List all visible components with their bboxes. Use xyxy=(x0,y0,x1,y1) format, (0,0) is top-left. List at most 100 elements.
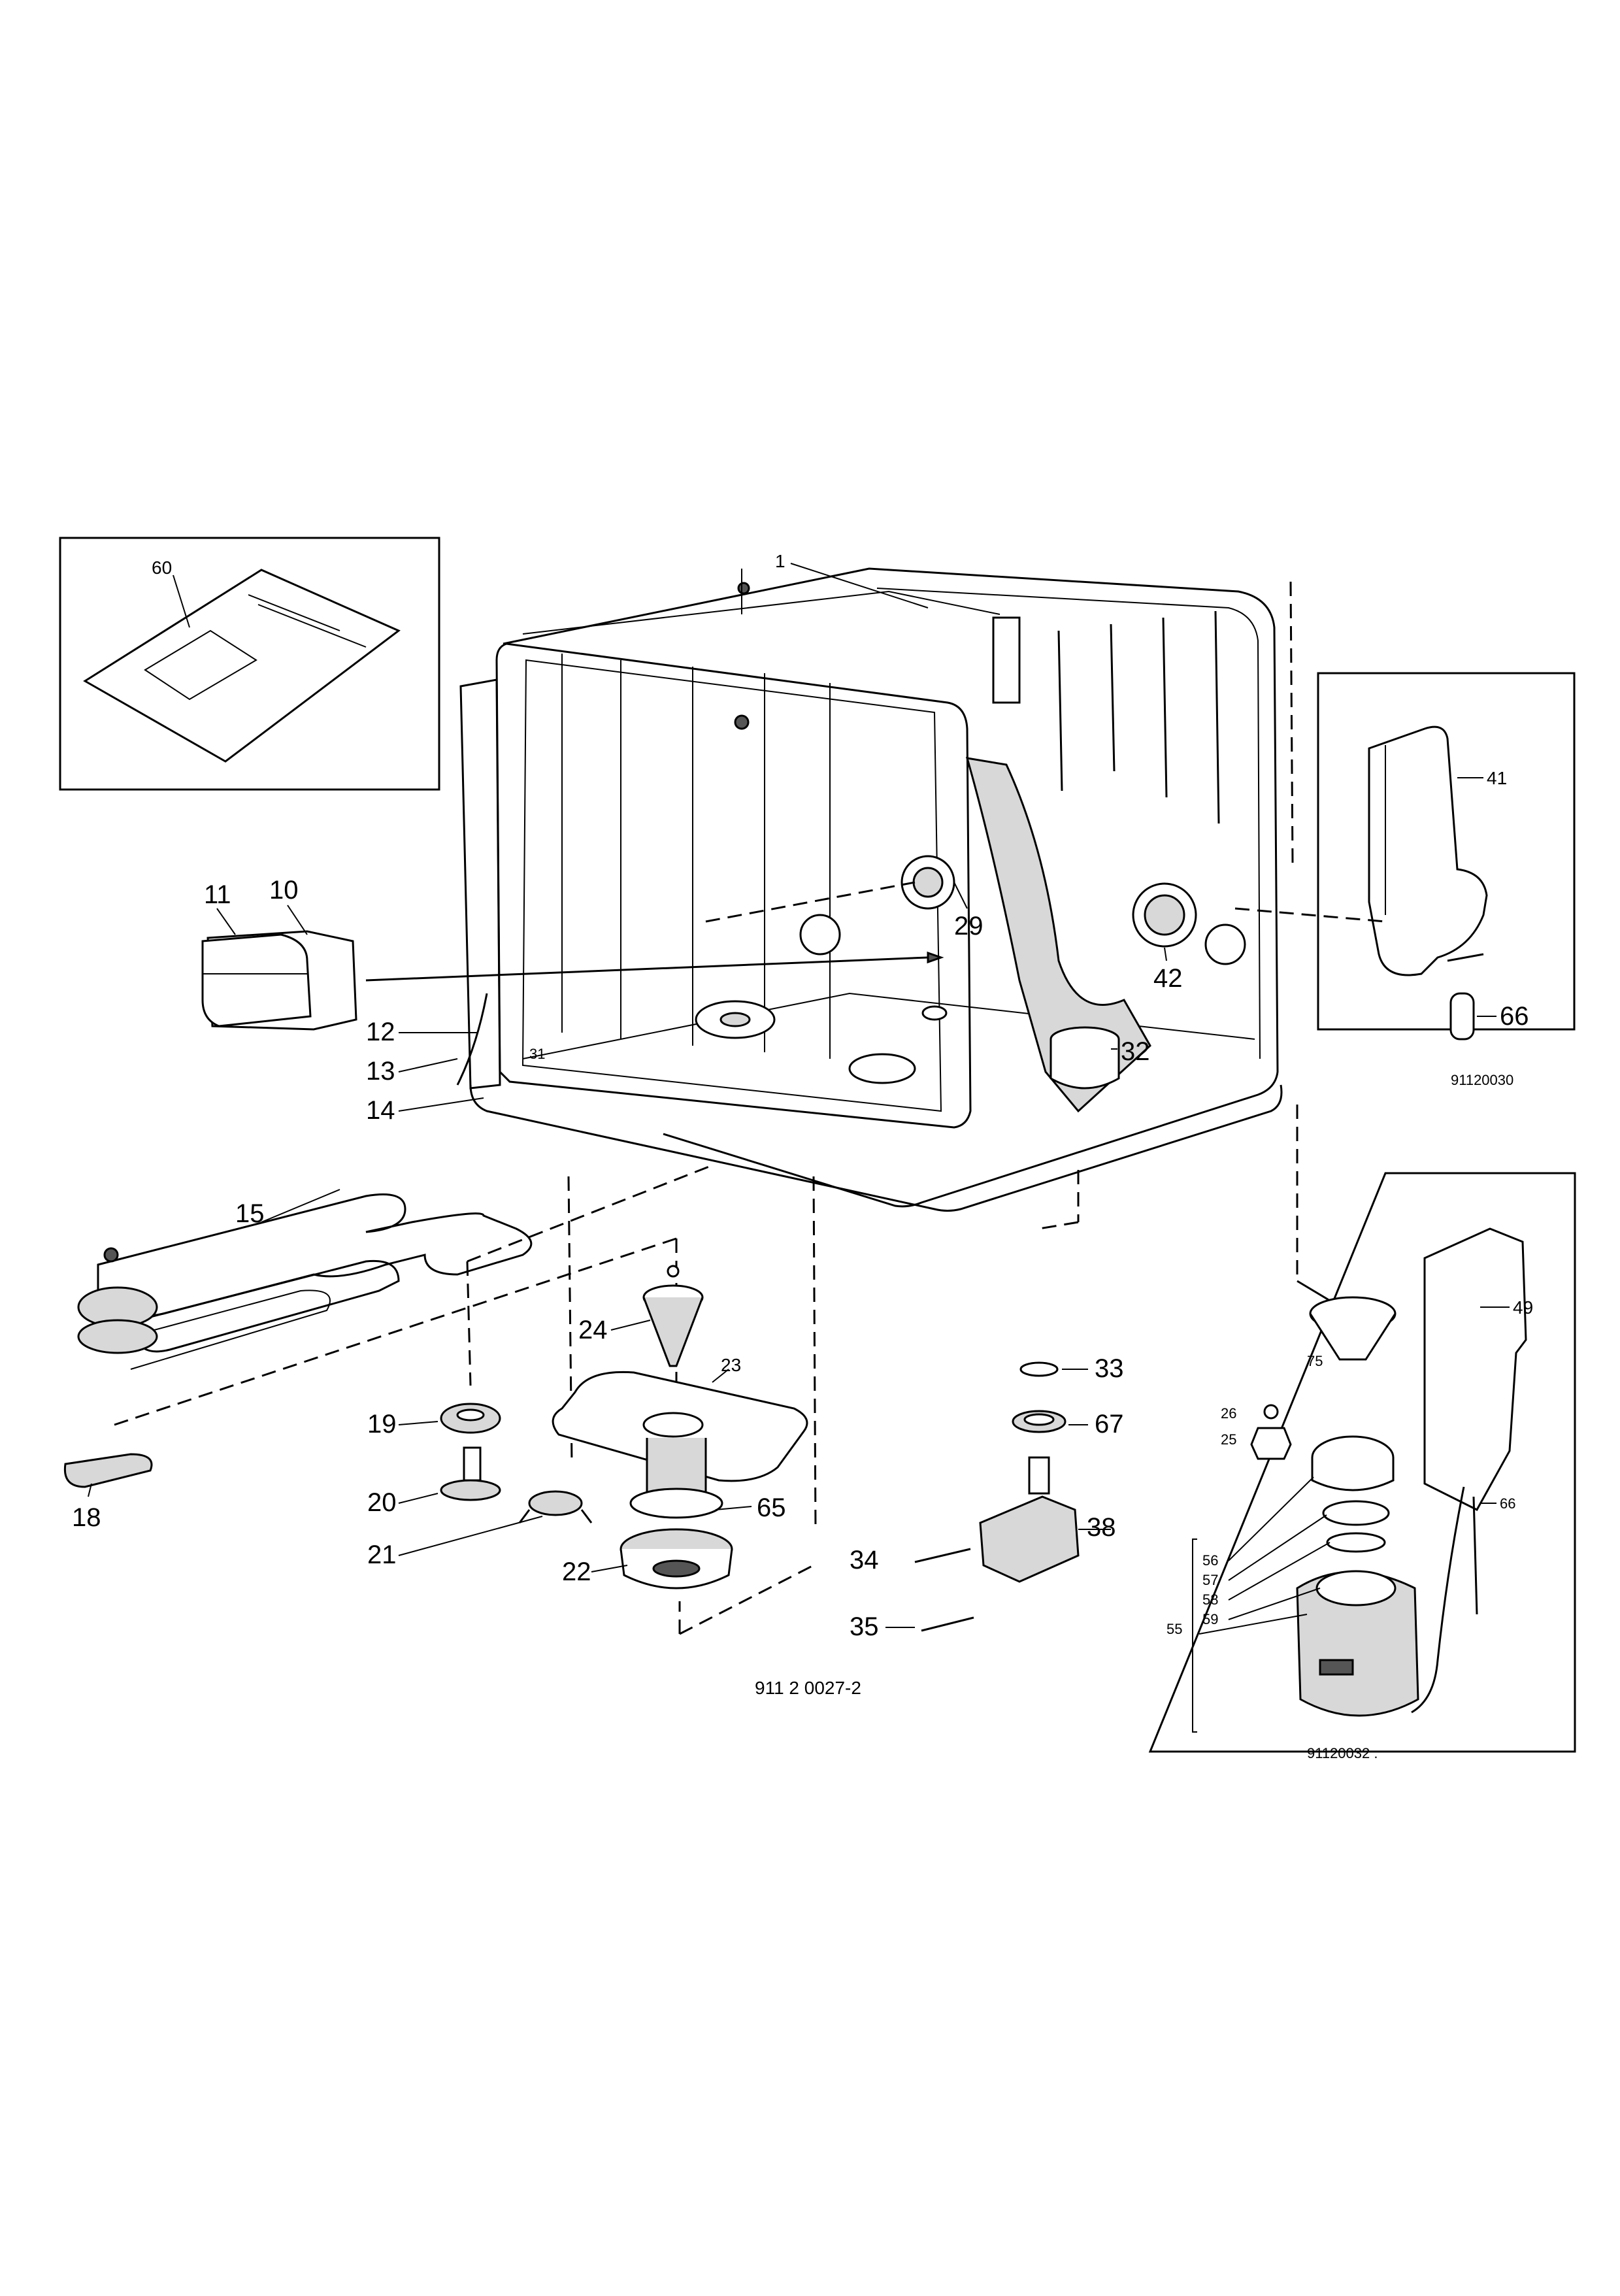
tub-top-rail xyxy=(522,590,1000,635)
leader-65 xyxy=(715,1506,752,1510)
guide-line xyxy=(567,1176,573,1465)
clip-arrow xyxy=(1447,953,1484,962)
guide-line xyxy=(114,1237,677,1426)
callout-66a: 66 xyxy=(1500,1002,1529,1031)
floor-drain xyxy=(719,1012,751,1027)
callout-12: 12 xyxy=(366,1018,395,1046)
leader-58 xyxy=(1228,1542,1331,1601)
floor-opening xyxy=(848,1053,916,1084)
leader-18 xyxy=(88,1483,92,1497)
callout-23: 23 xyxy=(721,1355,741,1375)
top-screw xyxy=(737,582,750,595)
heater-clip-18 xyxy=(63,1453,153,1488)
callout-49: 49 xyxy=(1513,1297,1533,1318)
heating-element-15 xyxy=(97,1193,533,1318)
callout-10: 10 xyxy=(269,876,299,905)
leader-24 xyxy=(610,1320,651,1331)
tank-neck-59 xyxy=(1315,1570,1397,1606)
callout-56: 56 xyxy=(1202,1552,1218,1569)
callout-21: 21 xyxy=(367,1540,397,1569)
heater-screw xyxy=(103,1247,119,1263)
callout-1: 1 xyxy=(775,551,785,571)
callout-65: 65 xyxy=(757,1493,786,1522)
tub-right-rib xyxy=(1057,630,1063,791)
callout-19: 19 xyxy=(367,1410,397,1439)
leader-22 xyxy=(591,1565,628,1572)
tub-assembly: 31 1 xyxy=(459,551,1283,1212)
leader-56 xyxy=(1228,1476,1314,1561)
switch-38-stem xyxy=(1028,1456,1050,1495)
tub-base-strip xyxy=(469,1084,1283,1212)
tub-top-bracket xyxy=(992,616,1021,704)
ring-67-inner xyxy=(1023,1413,1055,1426)
manual-text-line xyxy=(248,594,340,631)
left-parts: 11 10 12 13 14 xyxy=(201,876,944,1125)
inset-frame-softener xyxy=(1148,1172,1576,1753)
callout-59: 59 xyxy=(1202,1611,1218,1627)
leader-21 xyxy=(398,1516,543,1556)
group-bracket-55 xyxy=(1192,1539,1197,1733)
tub-right-rib xyxy=(1110,624,1116,772)
inset-frame-door xyxy=(1317,672,1576,1031)
sump-plate-opening xyxy=(642,1412,704,1438)
pin-35 xyxy=(921,1616,974,1632)
leader-57 xyxy=(1228,1514,1327,1581)
guide-line-end xyxy=(1297,1280,1331,1302)
water-inlet-core xyxy=(912,867,944,898)
callout-22: 22 xyxy=(562,1557,591,1586)
tank-clip xyxy=(1319,1659,1354,1676)
callout-29: 29 xyxy=(954,912,984,940)
switch-21 xyxy=(528,1490,583,1516)
callout-41: 41 xyxy=(1487,768,1507,788)
guide-line xyxy=(466,1261,472,1386)
hose-66b xyxy=(1411,1486,1465,1714)
door-panel-41 xyxy=(1368,725,1488,976)
softener-inset: 49 75 26 25 66 56 57 58 59 55 xyxy=(1148,1105,1576,1761)
manual-text-line xyxy=(257,604,367,648)
leader-20 xyxy=(398,1493,438,1504)
cylinder-32-body xyxy=(1050,1039,1120,1090)
drawing-code: 911 2 0027-2 xyxy=(755,1678,861,1698)
pointer-arrow-to-tub xyxy=(365,956,929,982)
level-switch-38 xyxy=(979,1495,1080,1583)
tub-right-rib xyxy=(1162,617,1168,798)
callout-25: 25 xyxy=(1221,1431,1236,1448)
leader-15 xyxy=(261,1189,340,1223)
thermostat-19-top xyxy=(456,1408,485,1422)
callout-75: 75 xyxy=(1307,1353,1323,1369)
callout-42: 42 xyxy=(1153,964,1183,993)
seal-33 xyxy=(1019,1361,1059,1377)
callout-11: 11 xyxy=(204,880,231,909)
filter-24-cone xyxy=(642,1297,704,1367)
sensor-20-base xyxy=(440,1479,501,1501)
inset-code-door: 91120030 xyxy=(1451,1072,1513,1088)
callout-67: 67 xyxy=(1095,1410,1124,1439)
valve-26 xyxy=(1263,1404,1279,1420)
manual-page-panel xyxy=(144,629,257,701)
insulation-patch xyxy=(965,757,1151,1113)
callout-58: 58 xyxy=(1202,1591,1218,1608)
floor-hole xyxy=(921,1005,948,1021)
callout-15: 15 xyxy=(235,1199,265,1228)
guide-line xyxy=(705,881,916,923)
callout-33: 33 xyxy=(1095,1354,1124,1383)
softener-panel-49 xyxy=(1423,1227,1527,1511)
pump-impeller xyxy=(652,1559,701,1578)
lower-parts: 19 20 21 xyxy=(367,1165,710,1569)
leader-19 xyxy=(398,1421,438,1425)
funnel-75-body xyxy=(1309,1313,1397,1361)
manual-booklet xyxy=(83,569,401,763)
level-switch-assembly: 33 67 38 34 35 xyxy=(850,1170,1124,1641)
tub-left-side xyxy=(459,678,501,1090)
leader-60 xyxy=(173,574,190,628)
tub-back-outline xyxy=(503,567,1279,1208)
leader-59 xyxy=(1228,1588,1321,1620)
callout-13: 13 xyxy=(366,1057,395,1086)
inset-code-softener: 91120032 . xyxy=(1307,1745,1378,1761)
vent-42-grille xyxy=(1144,894,1185,936)
pin-34 xyxy=(914,1548,971,1563)
callout-31: 31 xyxy=(529,1046,545,1062)
guide-line xyxy=(812,1176,817,1530)
